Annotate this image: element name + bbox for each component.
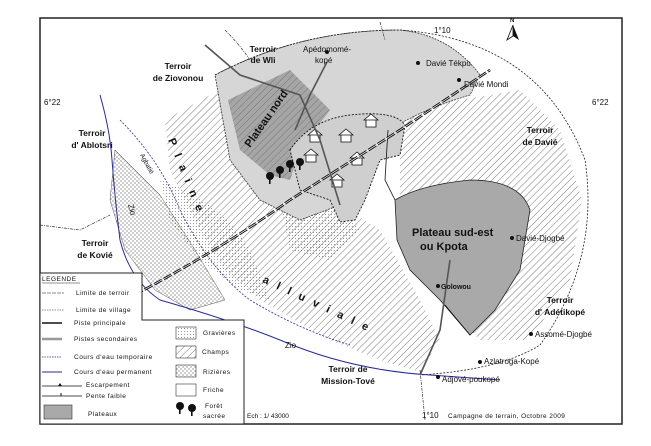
village-markers <box>325 50 533 379</box>
svg-text:Limite de village: Limite de village <box>76 307 131 314</box>
svg-text:sacrée: sacrée <box>203 413 226 420</box>
svg-text:Piste principale: Piste principale <box>74 320 126 327</box>
plateau-sud-est-label-2: ou Kpota <box>420 241 469 253</box>
lon-top-label: 1°10 <box>434 26 451 35</box>
svg-text:Terroir: Terroir <box>165 61 192 71</box>
svg-text:Pente faible: Pente faible <box>86 393 126 400</box>
svg-text:Golowou: Golowou <box>441 284 471 291</box>
svg-text:d' Adétikopé: d' Adétikopé <box>535 307 586 317</box>
svg-text:Terroir: Terroir <box>547 295 574 305</box>
svg-text:Limite de terroir: Limite de terroir <box>76 290 130 297</box>
svg-text:N: N <box>510 18 514 24</box>
svg-text:Adjové-poukopé: Adjové-poukopé <box>442 375 500 384</box>
svg-text:Pistes secondaires: Pistes secondaires <box>74 336 138 343</box>
svg-text:Plateaux: Plateaux <box>88 411 118 418</box>
svg-text:Rizières: Rizières <box>203 369 231 376</box>
svg-text:Champs: Champs <box>202 349 229 356</box>
svg-text:de Wli: de Wli <box>250 55 275 65</box>
rizieres-area <box>109 149 226 311</box>
river-zio-label-2: Zio <box>285 341 297 350</box>
lat-left-label: 6°22 <box>44 98 61 107</box>
north-arrow-icon: N <box>506 18 519 42</box>
svg-text:Friche: Friche <box>203 387 224 394</box>
svg-text:Apédomomé-: Apédomomé- <box>303 45 351 54</box>
lon-bottom-label: 1°10 <box>422 411 439 420</box>
svg-text:Assomé-Djogbé: Assomé-Djogbé <box>535 330 592 339</box>
svg-text:Davié-Djogbé: Davié-Djogbé <box>516 234 565 243</box>
svg-text:Terroir: Terroir <box>527 125 554 135</box>
svg-text:de Davié: de Davié <box>523 137 558 147</box>
svg-text:Davié Tékpo: Davié Tékpo <box>426 59 471 68</box>
plateau-sud-est-label: Plateau sud-est <box>412 227 494 239</box>
svg-text:Azlatroga-Kopé: Azlatroga-Kopé <box>484 357 540 366</box>
sacred-forest-icon <box>266 158 304 184</box>
secondary-roads <box>204 44 451 376</box>
svg-text:Cours d'eau temporaire: Cours d'eau temporaire <box>74 354 153 361</box>
river-agbatie <box>119 119 351 346</box>
river-zio-label: Zio <box>126 203 138 217</box>
river-zio <box>99 94 501 381</box>
svg-text:Davié Mondi: Davié Mondi <box>464 80 509 89</box>
svg-text:Mission-Tové: Mission-Tové <box>321 376 375 386</box>
svg-text:Cours d'eau permanent: Cours d'eau permanent <box>74 369 152 376</box>
boundary-ellipse <box>214 29 589 376</box>
scale-label: Ech : 1/ 43000 <box>247 413 289 420</box>
svg-text:Terroir: Terroir <box>79 128 106 138</box>
svg-text:Forêt: Forêt <box>205 403 223 410</box>
svg-text:de Kovié: de Kovié <box>77 250 113 260</box>
svg-text:Gravières: Gravières <box>203 330 236 337</box>
legend-title: LEGENDE <box>42 276 77 283</box>
svg-text:Escarpement: Escarpement <box>86 382 130 389</box>
svg-text:de Ziovonou: de Ziovonou <box>153 73 204 83</box>
terroir-boundaries <box>39 21 426 421</box>
svg-text:Terroir: Terroir <box>82 238 109 248</box>
svg-text:d' Ablotsri: d' Ablotsri <box>71 140 112 150</box>
village-labels: Apédomomé-kopé Davié Tékpo Davié Mondi D… <box>303 45 592 384</box>
svg-text:Terroir de: Terroir de <box>328 364 367 374</box>
lat-right-label: 6°22 <box>592 98 609 107</box>
legend: LEGENDE Limite de terroir Limite de vill… <box>39 272 245 425</box>
source-label: Campagne de terrain, Octobre 2009 <box>448 413 565 420</box>
plateau-sud-est <box>394 179 531 336</box>
svg-text:kopé: kopé <box>315 56 333 65</box>
svg-text:Terroir: Terroir <box>250 44 277 54</box>
